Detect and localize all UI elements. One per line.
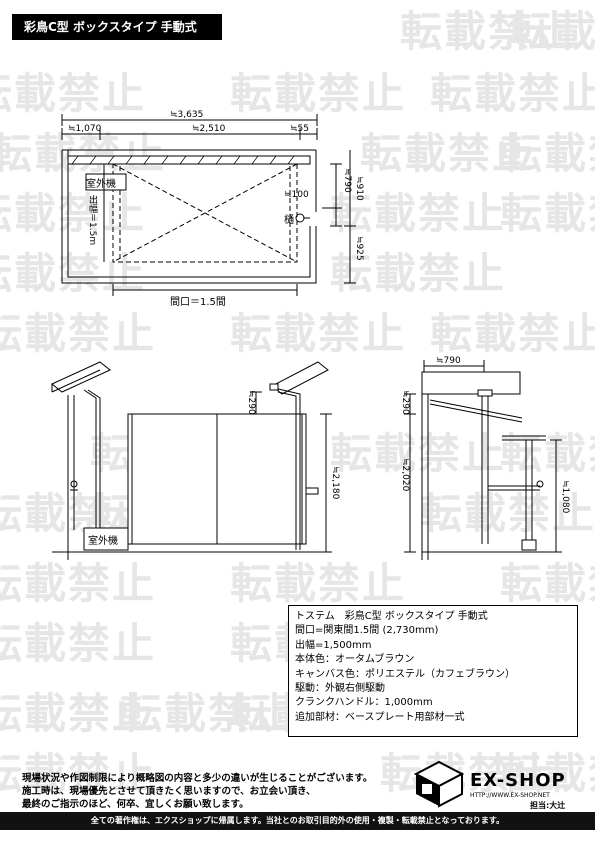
watermark-text: 転載禁止 (0, 559, 157, 608)
ex-shop-logo-icon (414, 760, 464, 808)
frontage-label: 間口＝1.5間 (170, 297, 226, 308)
footer-copyright: 全ての著作権は、エクスショップに帰属します。当社とのお取引目的外の使用・複製・転… (0, 812, 595, 830)
dim-925: ≒925 (354, 236, 364, 261)
watermark-text: 転載禁止 (430, 69, 595, 118)
plan-outdoor-unit-label: 室外機 (86, 179, 116, 190)
watermark-text: 転載禁止 (0, 619, 157, 668)
watermark-text: 転載禁止 (360, 129, 537, 178)
watermark-text: 転載禁止 (0, 309, 157, 358)
notes: 現場状況や作図制限により概略図の内容と多少の違いが生じることがございます。 施工… (22, 772, 372, 811)
spec-line: 間口=関東間1.5間 (2,730mm) (295, 625, 439, 637)
watermark-text: 転載禁止 (500, 189, 595, 238)
projection-label: 出幅＝1.5m (87, 195, 97, 246)
dim-mid: ≒2,510 (192, 124, 226, 134)
side-dim-1080: ≒1,080 (560, 480, 570, 514)
watermark-text: 転載禁止 (500, 429, 595, 478)
page-title: 彩鳥C型 ボックスタイプ 手動式 (12, 14, 222, 40)
watermark-text: 転載禁止 (230, 309, 407, 358)
dim-100: ≒100 (284, 190, 309, 200)
side-dim-2020: ≒2,020 (400, 458, 410, 492)
spec-line: トステム 彩鳥C型 ボックスタイプ 手動式 (295, 611, 488, 622)
gutter-label: 樋 (284, 215, 294, 226)
watermark-text: 転載禁止 (400, 7, 577, 56)
watermark-text: 転載禁止 (0, 749, 157, 798)
watermark-text: 転載禁止 (500, 749, 595, 798)
watermark-text: 転載禁止 (0, 129, 167, 178)
plan-view (61, 114, 356, 296)
note-line: 施工時は、現場優先とさせて頂きたく思いますので、お立会い頂き、 (22, 786, 316, 797)
watermark-text: 転載禁止 (120, 689, 297, 738)
side-dim-790: ≒790 (436, 356, 461, 366)
logo-name: EX-SHOP (470, 770, 566, 791)
watermark-text: 転載禁止 (500, 129, 595, 178)
front-dim-290: ≒290 (246, 390, 256, 415)
watermark-text: 転載禁止 (380, 749, 557, 798)
front-outdoor-unit-label: 室外機 (88, 536, 118, 547)
front-dim-2180: ≒2,180 (330, 466, 340, 500)
watermark-text: 転載禁止 (0, 69, 147, 118)
dim-right: ≒55 (290, 124, 310, 134)
side-elevation (404, 360, 562, 560)
dim-910: ≒910 (354, 176, 364, 201)
note-line: 最終のご指示のほど、何卒、宜しくお願い致します。 (22, 799, 249, 810)
spec-line: 追加部材：ベースプレート用部材一式 (295, 711, 465, 723)
dim-left: ≒1,070 (68, 124, 102, 134)
watermark-text: 転載禁止 (430, 309, 595, 358)
watermark-text: 転載禁止 (330, 249, 507, 298)
watermark-text: 転載禁止 (230, 69, 407, 118)
spec-line: キャンバス色：ポリエステル（カフェブラウン） (295, 668, 515, 680)
logo-url: HTTP://WWW.EX-SHOP.NET (470, 792, 550, 799)
staff-label: 担当:大辻 (530, 801, 566, 810)
watermark-text: 転載禁止 (510, 7, 595, 56)
spec-line: クランクハンドル：1,000mm (295, 697, 433, 709)
spec-box: トステム 彩鳥C型 ボックスタイプ 手動式 間口=関東間1.5間 (2,730m… (288, 605, 578, 737)
dim-790: ≒790 (342, 168, 352, 193)
spec-line: 出幅=1,500mm (295, 639, 372, 651)
side-dim-290: ≒290 (400, 390, 410, 415)
watermark-text: 転載禁止 (0, 689, 157, 738)
watermark-text: 転載禁止 (230, 559, 407, 608)
watermark-text: 転載禁止 (420, 489, 595, 538)
watermark-text: 転載禁止 (330, 429, 507, 478)
dim-total: ≒3,635 (170, 110, 204, 120)
watermark-text: 転載禁止 (500, 559, 595, 608)
watermark-text: 転載禁止 (330, 189, 507, 238)
watermark-text: 転載禁止 (0, 189, 147, 238)
spec-line: 本体色：オータムブラウン (295, 654, 415, 666)
note-line: 現場状況や作図制限により概略図の内容と多少の違いが生じることがございます。 (22, 773, 373, 784)
front-elevation (51, 361, 332, 560)
spec-line: 駆動：外観右側駆動 (295, 683, 385, 695)
